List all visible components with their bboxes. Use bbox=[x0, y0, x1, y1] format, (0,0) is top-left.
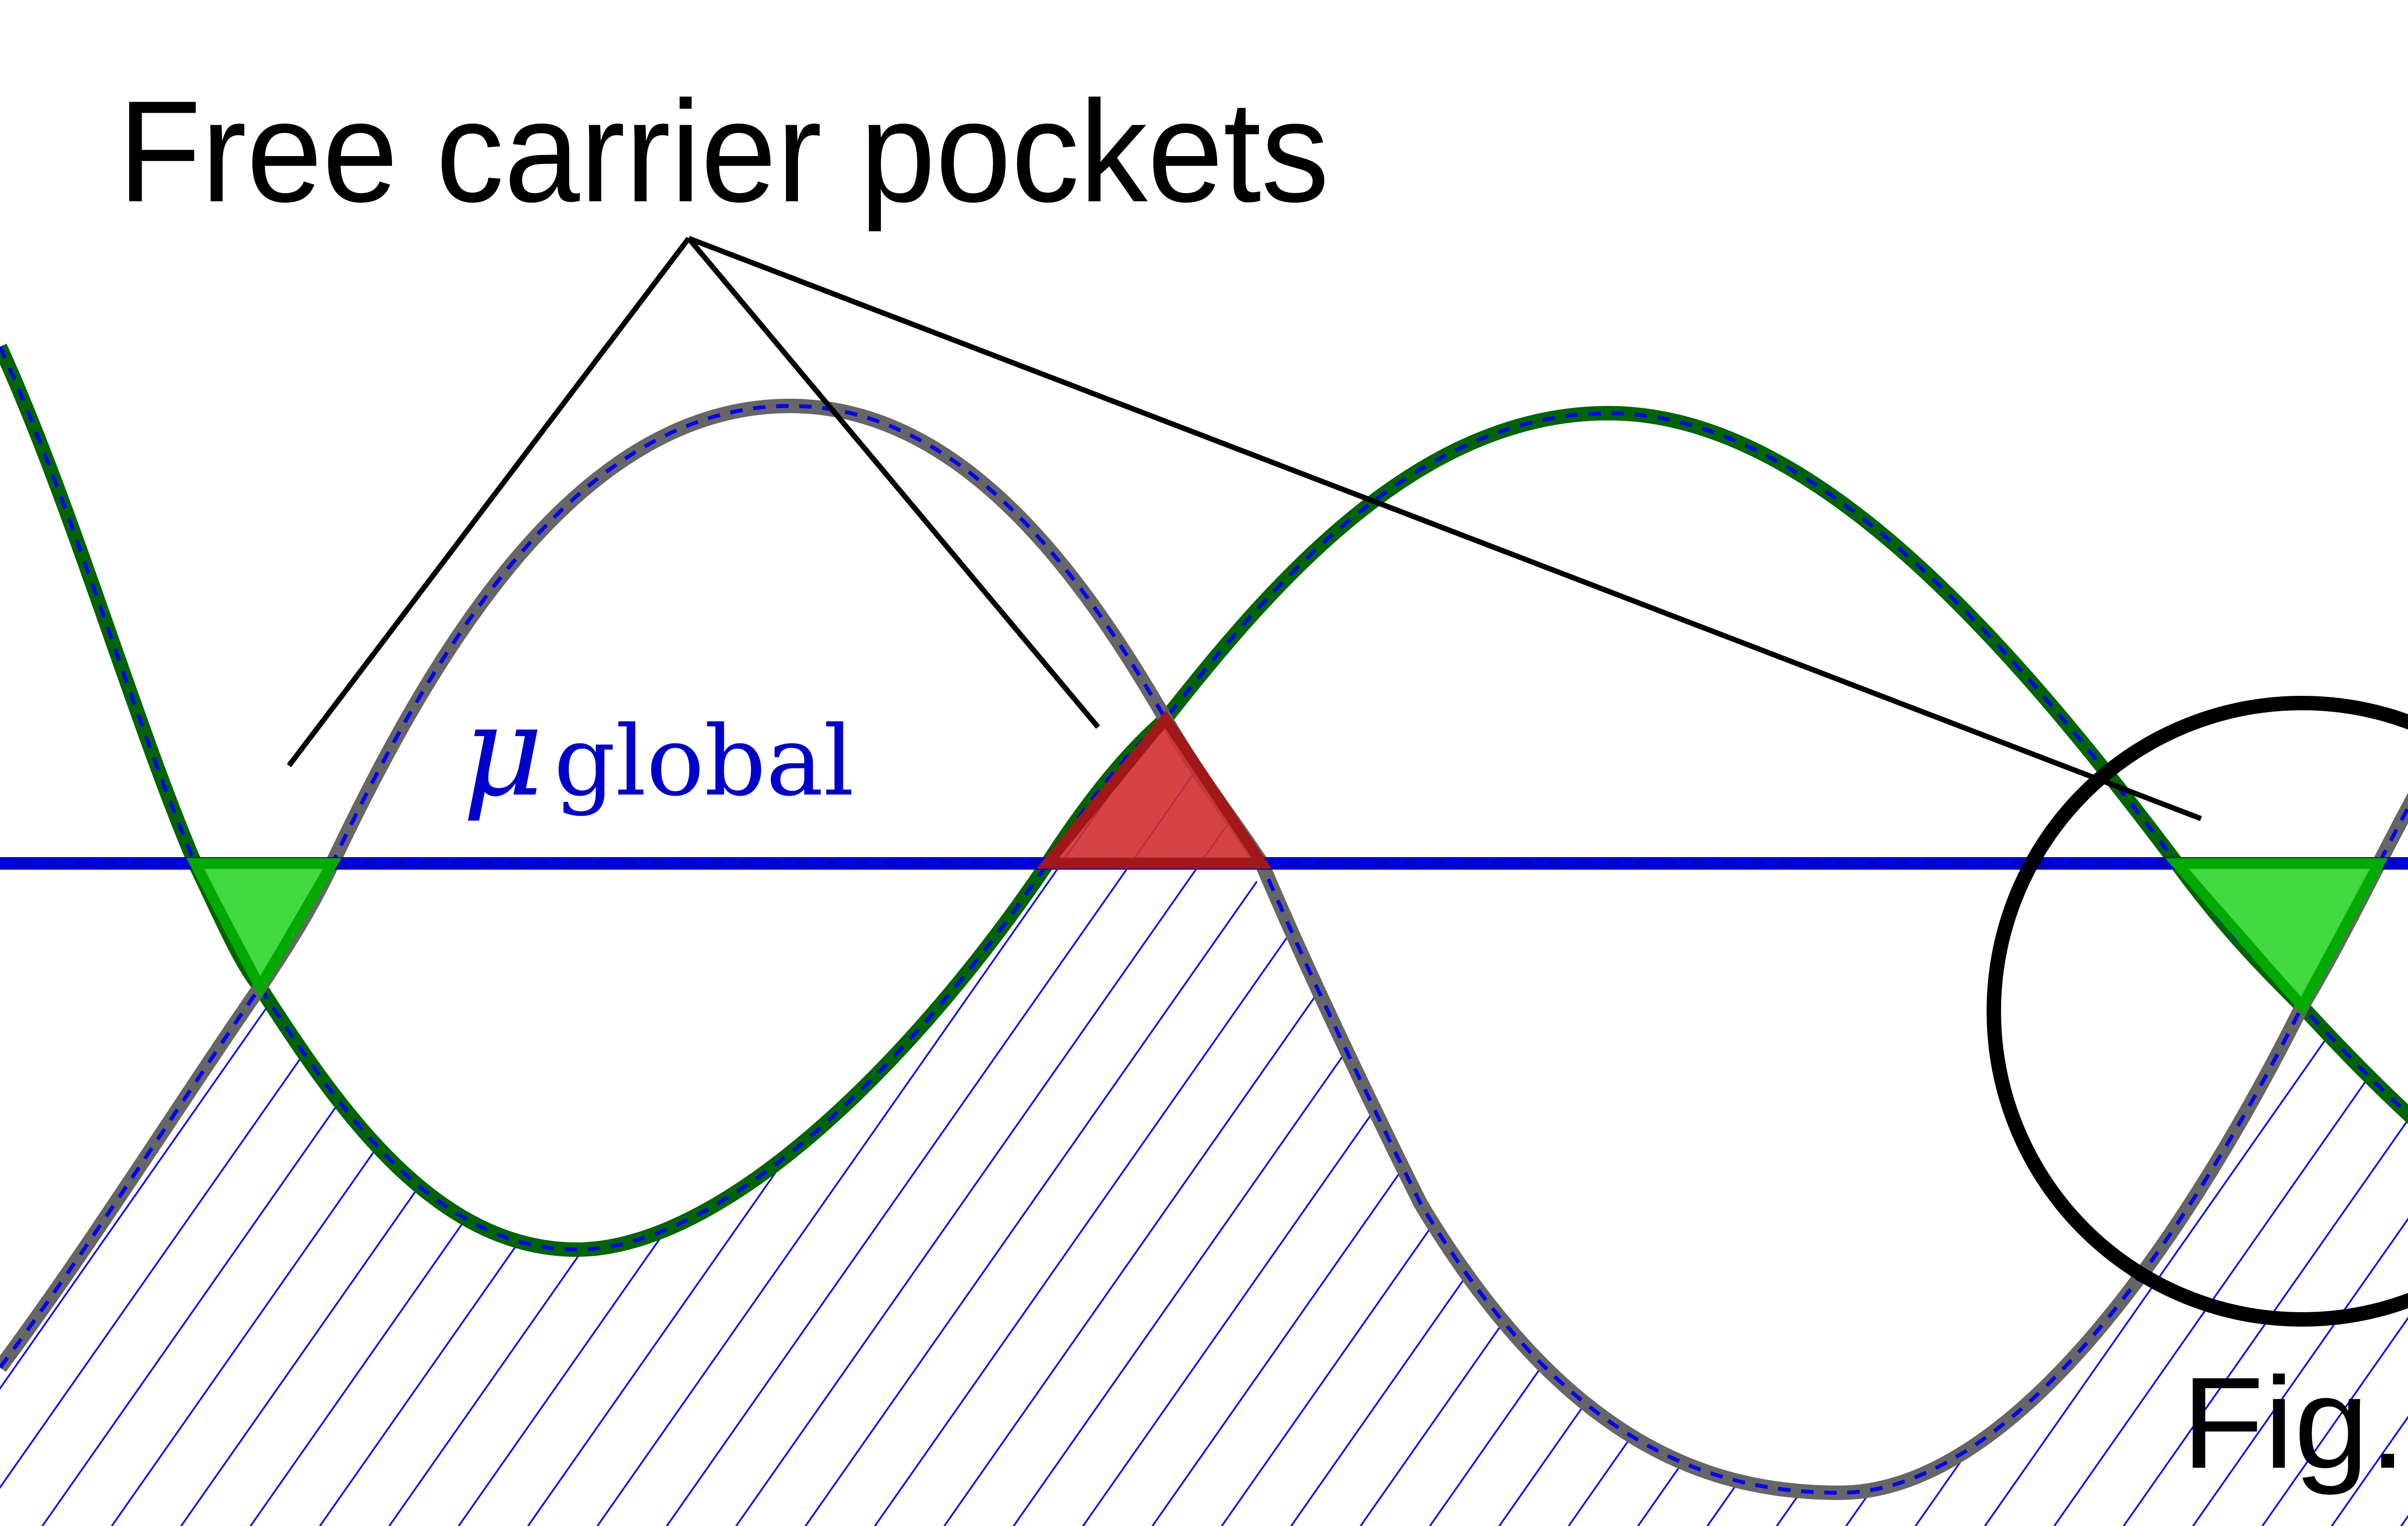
highlight-circle bbox=[1987, 696, 2408, 1327]
hole-pocket-center bbox=[1036, 710, 1272, 869]
arrow-to-right-pocket bbox=[688, 235, 2202, 822]
figure-number-label: Fig. 2 bbox=[2182, 1351, 2408, 1496]
mu-subscript: global bbox=[554, 705, 854, 818]
mu-symbol: μ bbox=[462, 679, 544, 824]
arrow-to-center-pocket bbox=[686, 236, 1100, 729]
mu-global-label: μ global bbox=[462, 679, 854, 824]
electron-pocket-right bbox=[2165, 858, 2388, 1016]
electron-pocket-left bbox=[186, 858, 342, 998]
annotation-arrows bbox=[287, 235, 2202, 822]
arrow-to-left-pocket bbox=[287, 236, 691, 768]
figure-title: Free carrier pockets bbox=[118, 70, 1329, 233]
